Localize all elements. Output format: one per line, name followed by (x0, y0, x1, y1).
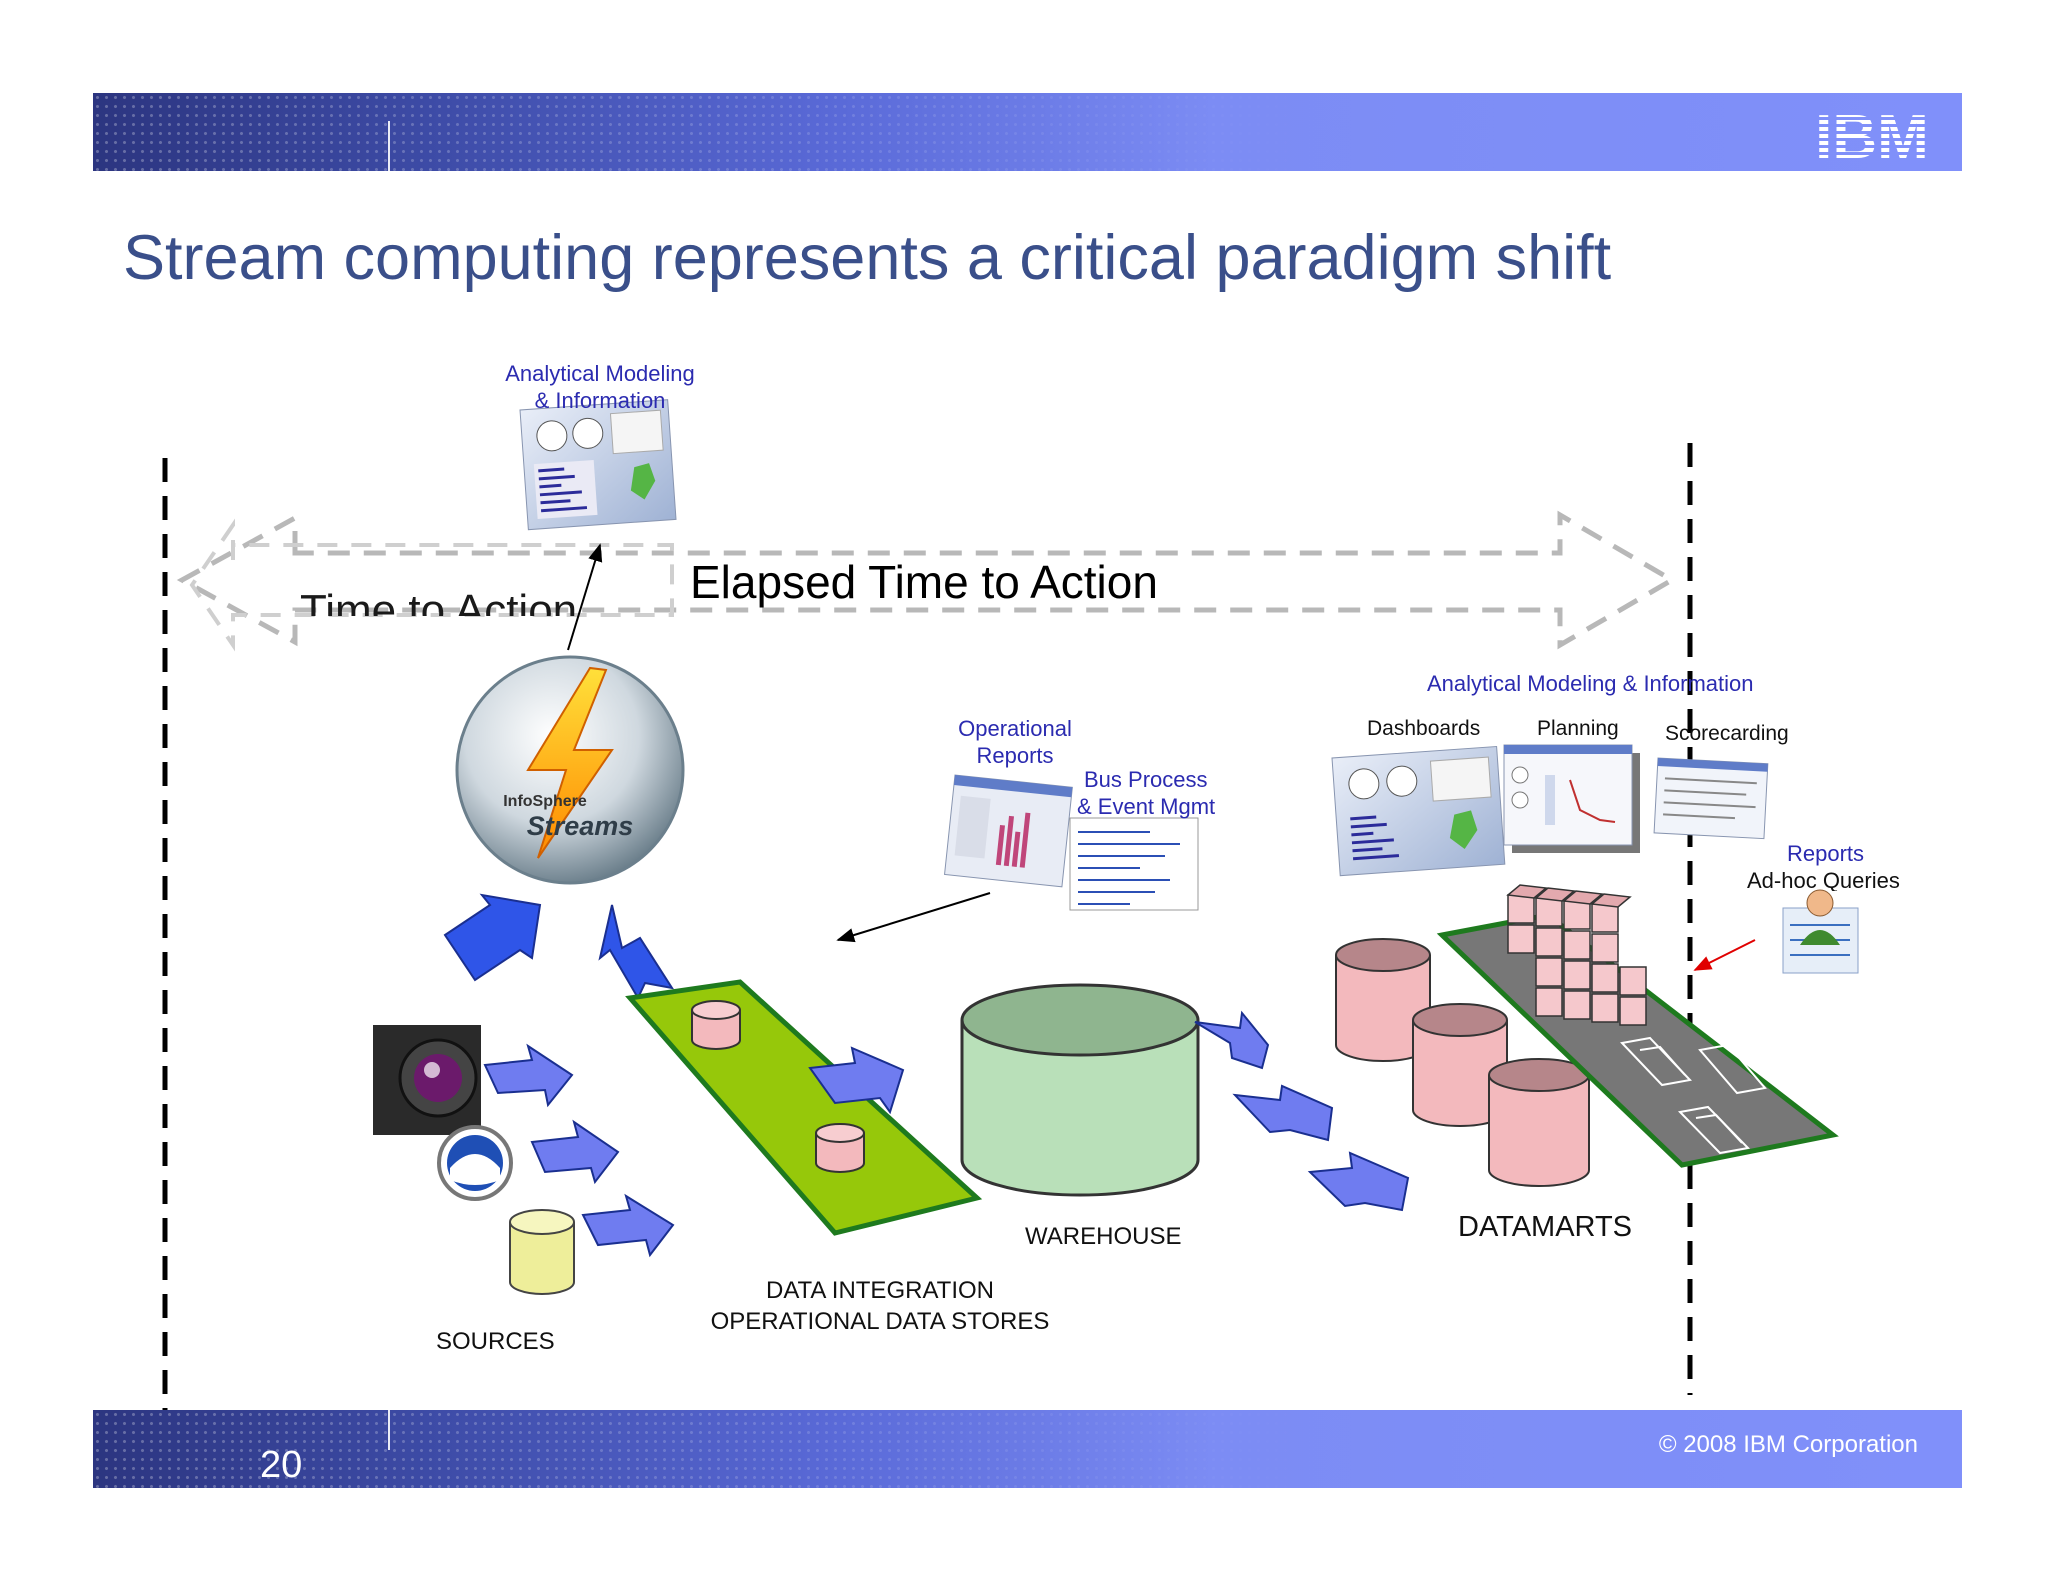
source-arrow-1 (483, 1043, 574, 1108)
scorecarding-screenshot (1653, 757, 1769, 840)
database-source-icon (509, 1209, 575, 1295)
top-analytical-modeling-line2: & Information (534, 388, 666, 413)
operational-reports-screenshot (943, 774, 1073, 888)
elapsed-time-arrow (176, 510, 1677, 650)
warehouse-arrow-2 (1232, 1084, 1334, 1142)
olap-cube-stack (1506, 884, 1647, 1026)
adhoc-queries-label: Ad-hoc Queries (1747, 868, 1900, 891)
streams-inbound-arrow (443, 893, 542, 982)
operational-reports-line1: Operational (958, 716, 1072, 741)
ods-to-warehouse-arrow (808, 1046, 905, 1115)
analytical-screenshot-top (519, 399, 677, 531)
warehouse-label: WAREHOUSE (1025, 1223, 1182, 1250)
header-band (93, 93, 1962, 171)
bus-process-line2: & Event Mgmt (1077, 794, 1216, 819)
adhoc-queries-user-icon (1782, 889, 1859, 974)
svg-text:InfoSphere: InfoSphere (503, 793, 587, 810)
dashboards-screenshot (1331, 745, 1506, 877)
operational-reports-label: Operational Reports (940, 715, 1090, 769)
source-arrow-2 (530, 1119, 620, 1185)
datamart-cylinder-3 (1488, 1058, 1590, 1187)
noaa-source-icon (437, 1125, 513, 1201)
ods-cylinder-1 (691, 1000, 741, 1050)
infosphere-streams-logo: InfoSphere Streams (455, 655, 685, 885)
planning-screenshot (1503, 744, 1640, 853)
ods-cylinder-2 (815, 1123, 865, 1173)
footer-band (93, 1410, 1962, 1488)
reports-label: Reports (1787, 841, 1865, 866)
datamarts-label: DATAMARTS (1458, 1211, 1633, 1243)
shorter-time-arrow (189, 518, 674, 652)
data-integration-line1: DATA INTEGRATION (765, 1277, 994, 1304)
scorecarding-label: Scorecarding (1665, 722, 1789, 745)
source-arrow-3 (581, 1193, 675, 1258)
streams-to-analytics-arrow (567, 543, 603, 651)
data-integration-label: DATA INTEGRATION OPERATIONAL DATA STORES (670, 1275, 1090, 1337)
elapsed-time-to-action-label: Elapsed Time to Action (690, 556, 1158, 608)
warehouse-arrow-3 (1307, 1151, 1410, 1212)
slide-number: 20 (260, 1444, 303, 1486)
top-analytical-modeling-line1: Analytical Modeling (505, 361, 695, 386)
camera-source-icon (373, 1025, 481, 1135)
streams-outbound-arrow (598, 904, 675, 1001)
copyright-text: © 2008 IBM Corporation (1658, 1431, 1918, 1458)
dashboards-label: Dashboards (1367, 717, 1481, 740)
data-integration-platform (625, 979, 983, 1236)
sources-label: SOURCES (436, 1328, 555, 1355)
right-analytical-modeling-label: Analytical Modeling & Information (1427, 671, 1754, 696)
warehouse-cylinder (960, 983, 1200, 1197)
adhoc-to-datamart-arrow (1693, 939, 1756, 971)
operational-reports-line2: Reports (976, 743, 1054, 768)
planning-label: Planning (1537, 717, 1619, 740)
event-mgmt-screenshot (1069, 817, 1199, 911)
ibm-logo: IBM (1808, 103, 1936, 172)
warehouse-arrow-1 (1194, 1010, 1270, 1070)
data-integration-line2: OPERATIONAL DATA STORES (710, 1308, 1050, 1335)
slide-title: Stream computing represents a critical p… (123, 223, 1612, 293)
hidden-time-to-action-label: Time to Action (300, 586, 578, 616)
bus-process-line1: Bus Process (1084, 767, 1208, 792)
top-analytical-modeling-label: Analytical Modeling & Information (480, 360, 720, 414)
svg-text:Streams: Streams (527, 811, 634, 841)
datamart-grid-marks (1619, 1036, 1767, 1155)
bus-process-label: Bus Process & Event Mgmt (1077, 766, 1215, 820)
datamart-cylinder-2 (1412, 1003, 1508, 1127)
reports-to-ods-arrow (836, 892, 991, 943)
